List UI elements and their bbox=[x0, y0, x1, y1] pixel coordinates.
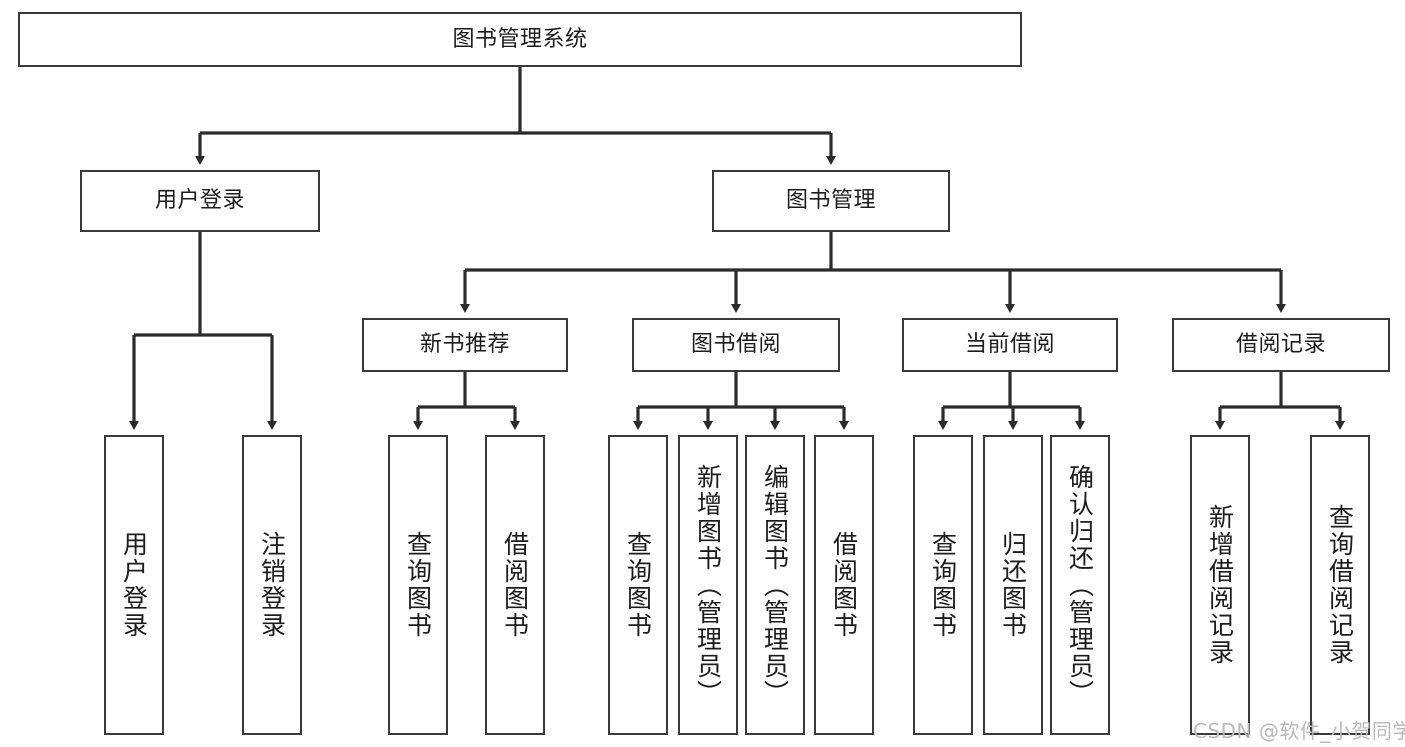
node-label: 新书推荐 bbox=[419, 332, 510, 358]
node-edit-book-admin[interactable]: 编辑图书（管理员） bbox=[745, 435, 805, 735]
node-query-book-cur[interactable]: 查询图书 bbox=[913, 435, 973, 735]
node-return-book-cur[interactable]: 归还图书 bbox=[983, 435, 1043, 735]
node-label: 查询图书 bbox=[928, 531, 958, 639]
node-confirm-return-admin[interactable]: 确认归还（管理员） bbox=[1050, 435, 1110, 735]
node-logout-leaf[interactable]: 注销登录 bbox=[242, 435, 302, 735]
node-label: 借阅图书 bbox=[500, 531, 530, 639]
node-borrow-book-bor[interactable]: 借阅图书 bbox=[814, 435, 874, 735]
node-label: 借阅图书 bbox=[829, 531, 859, 639]
node-label: 注销登录 bbox=[257, 531, 287, 639]
node-label: 图书管理系统 bbox=[452, 26, 588, 52]
node-book-borrow[interactable]: 图书借阅 bbox=[632, 318, 840, 372]
node-borrow-book-rec[interactable]: 借阅图书 bbox=[485, 435, 545, 735]
node-query-borrow-record[interactable]: 查询借阅记录 bbox=[1310, 435, 1370, 735]
node-label: 归还图书 bbox=[998, 531, 1028, 639]
node-label: 图书管理 bbox=[785, 188, 876, 214]
node-current-borrow[interactable]: 当前借阅 bbox=[902, 318, 1118, 372]
node-label: 新增借阅记录 bbox=[1205, 504, 1235, 666]
node-label: 图书借阅 bbox=[690, 332, 781, 358]
node-label: 查询图书 bbox=[403, 531, 433, 639]
node-add-borrow-record[interactable]: 新增借阅记录 bbox=[1190, 435, 1250, 735]
node-query-book-rec[interactable]: 查询图书 bbox=[388, 435, 448, 735]
node-user-login[interactable]: 用户登录 bbox=[80, 170, 320, 232]
node-add-book-admin[interactable]: 新增图书（管理员） bbox=[678, 435, 738, 735]
node-borrow-record[interactable]: 借阅记录 bbox=[1172, 318, 1390, 372]
node-label: 用户登录 bbox=[154, 188, 245, 214]
node-root[interactable]: 图书管理系统 bbox=[18, 12, 1022, 67]
node-label: 当前借阅 bbox=[964, 332, 1055, 358]
node-label: 查询借阅记录 bbox=[1325, 504, 1355, 666]
node-label: 编辑图书（管理员） bbox=[760, 463, 790, 707]
node-label: 用户登录 bbox=[119, 531, 149, 639]
node-user-login-leaf[interactable]: 用户登录 bbox=[104, 435, 164, 735]
node-label: 新增图书（管理员） bbox=[693, 463, 723, 707]
node-query-book-bor[interactable]: 查询图书 bbox=[608, 435, 668, 735]
node-book-manage[interactable]: 图书管理 bbox=[712, 170, 950, 232]
node-label: 借阅记录 bbox=[1235, 332, 1326, 358]
node-new-book-rec[interactable]: 新书推荐 bbox=[362, 318, 568, 372]
node-label: 查询图书 bbox=[623, 531, 653, 639]
node-label: 确认归还（管理员） bbox=[1065, 463, 1095, 707]
